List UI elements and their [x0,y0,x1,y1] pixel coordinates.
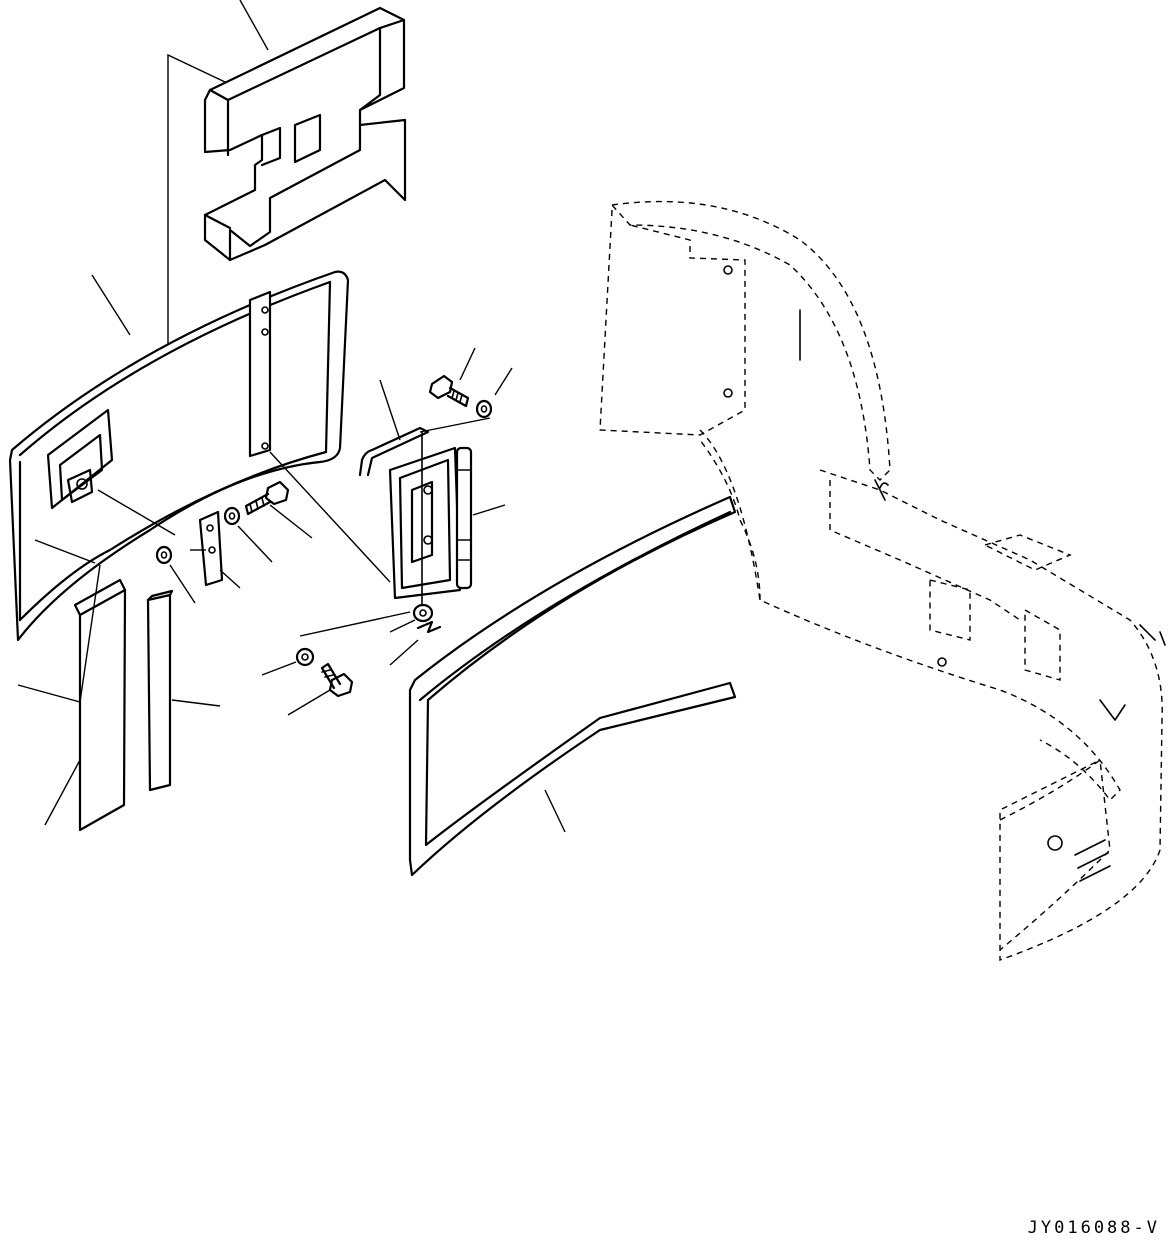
cotter-pin [416,620,442,634]
cover-lock-assembly [46,408,114,510]
washer [475,399,493,419]
cover-stay-bracket [248,290,272,458]
seal-strip [146,589,174,792]
drawing-code: JY016088-V [1027,1218,1160,1238]
cover-frame-gasket [408,495,737,877]
washer [155,545,173,565]
engine-cover-housing [599,200,1166,961]
counterweight-block-icon [203,6,407,262]
cover-stay-bracket [198,510,224,587]
washer [295,647,315,667]
bolt [244,480,290,516]
hinge-assembly [388,446,473,600]
seal-strip [73,578,127,832]
bolt [428,374,470,408]
stay-rod [358,426,430,477]
washer [412,603,434,623]
washer [223,506,241,526]
bolt [320,662,354,698]
